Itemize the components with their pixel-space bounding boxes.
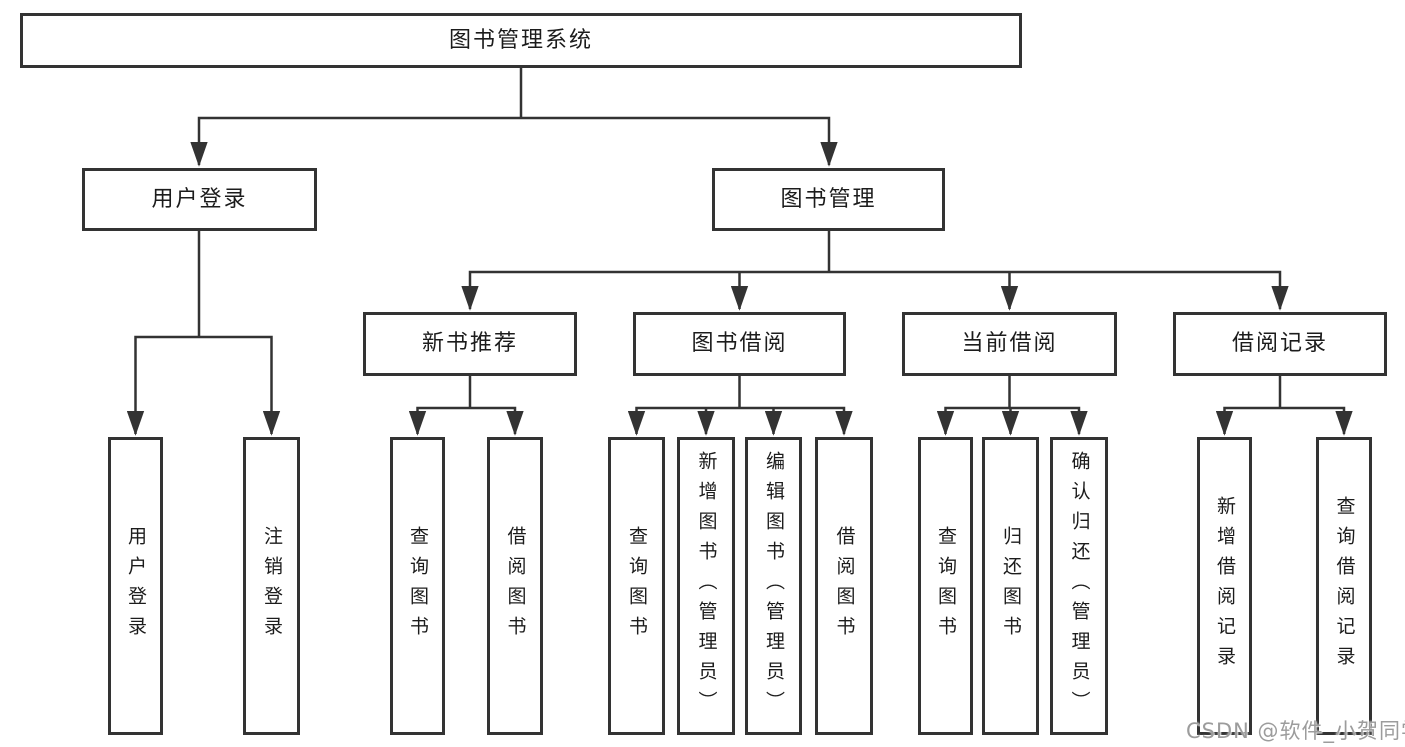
- leaf-currentborrow-query-books: 查询图书: [918, 437, 973, 735]
- edge-newbookrec-branch: [408, 406, 524, 436]
- edge-bookborrow-branch: [627, 406, 853, 436]
- leaf-newbookrec-borrow-books: 借阅图书: [487, 437, 543, 735]
- node-user-login: 用户登录: [82, 168, 317, 231]
- leaf-borrowrecord-query-record: 查询借阅记录: [1316, 437, 1372, 735]
- node-new-book-recommendation: 新书推荐: [363, 312, 577, 376]
- leaf-currentborrow-return-books: 归还图书: [982, 437, 1039, 735]
- node-root-system: 图书管理系统: [20, 13, 1022, 68]
- edge-currentborrow-branch: [936, 406, 1088, 436]
- node-book-management: 图书管理: [712, 168, 945, 231]
- node-current-borrowing: 当前借阅: [902, 312, 1117, 376]
- leaf-bookborrow-borrow-books: 借阅图书: [815, 437, 873, 735]
- node-book-borrowing: 图书借阅: [633, 312, 846, 376]
- leaf-logout: 注销登录: [243, 437, 300, 735]
- csdn-watermark: CSDN @软件_小贺同学: [1186, 719, 1405, 743]
- leaf-bookborrow-query-books: 查询图书: [608, 437, 665, 735]
- leaf-borrowrecord-add-record: 新增借阅记录: [1197, 437, 1252, 735]
- leaf-bookborrow-add-books-admin: 新增图书（管理员）: [677, 437, 735, 735]
- edge-root-branch: [190, 116, 838, 167]
- leaf-newbookrec-query-books: 查询图书: [390, 437, 445, 735]
- edge-userlogin-branch: [126, 335, 281, 436]
- edge-borrowrecord-branch: [1215, 406, 1353, 436]
- leaf-currentborrow-confirm-return-admin: 确认归还（管理员）: [1050, 437, 1108, 735]
- leaf-bookborrow-edit-books-admin: 编辑图书（管理员）: [745, 437, 802, 735]
- leaf-user-login: 用户登录: [108, 437, 163, 735]
- node-borrow-records: 借阅记录: [1173, 312, 1387, 376]
- edge-bookmgmt-branch: [461, 270, 1289, 311]
